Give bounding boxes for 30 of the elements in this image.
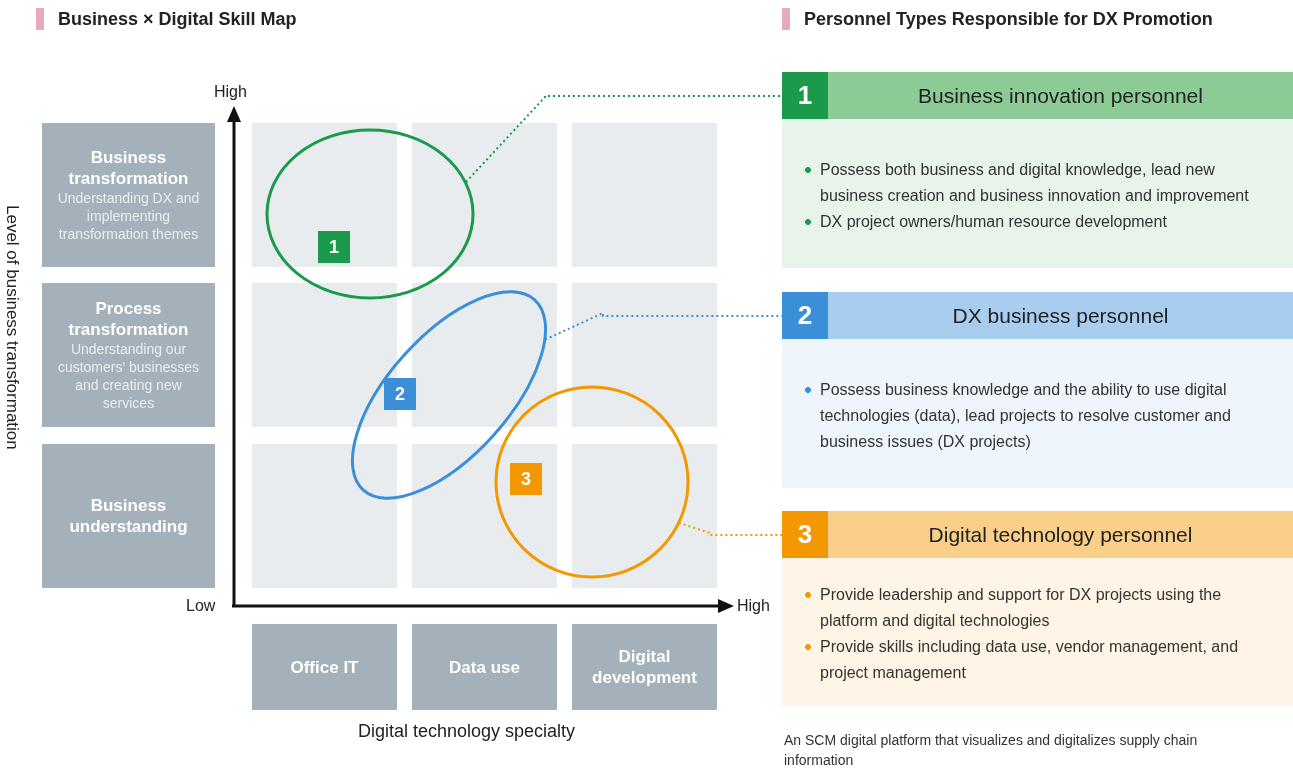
axis-label: High	[737, 597, 770, 615]
leader-line	[465, 95, 783, 183]
section-heading: Business × Digital Skill Map	[36, 8, 297, 30]
card-title: Digital technology personnel	[927, 522, 1194, 547]
row-description: Understanding DX and implementing transformation themes	[56, 189, 201, 243]
axis-title: Digital technology specialty	[358, 721, 576, 742]
category-panel	[42, 444, 215, 588]
axis-title: Level of business transformation	[2, 205, 22, 450]
axis-label: Low	[186, 597, 216, 615]
row-heading: Process transformation	[67, 298, 190, 340]
category-label: Data use	[412, 624, 557, 710]
number-badge: 2	[384, 378, 416, 410]
card-title: Business innovation personnel	[917, 83, 1204, 108]
row-heading: Business understanding	[68, 495, 189, 537]
category-label: Digital development	[572, 624, 717, 710]
category-panel	[42, 283, 215, 427]
footnote: An SCM digital platform that visualizes and digitalizes supply chain information	[784, 731, 1199, 770]
number-badge: 1	[318, 231, 350, 263]
card-title: DX business personnel	[951, 303, 1170, 328]
number-badge: 1	[782, 72, 828, 119]
section-heading: Personnel Types Responsible for DX Promotion	[782, 8, 1213, 30]
row-description: Understanding our customers' businesses and creating new services	[56, 340, 201, 412]
number-badge: 2	[782, 292, 828, 339]
axis-label: High	[214, 83, 247, 101]
leader-line	[678, 521, 783, 536]
row-heading: Business transformation	[67, 147, 190, 189]
category-label: Office IT	[252, 624, 397, 710]
category-panel	[42, 123, 215, 267]
number-badge: 3	[782, 511, 828, 558]
number-badge: 3	[510, 463, 542, 495]
